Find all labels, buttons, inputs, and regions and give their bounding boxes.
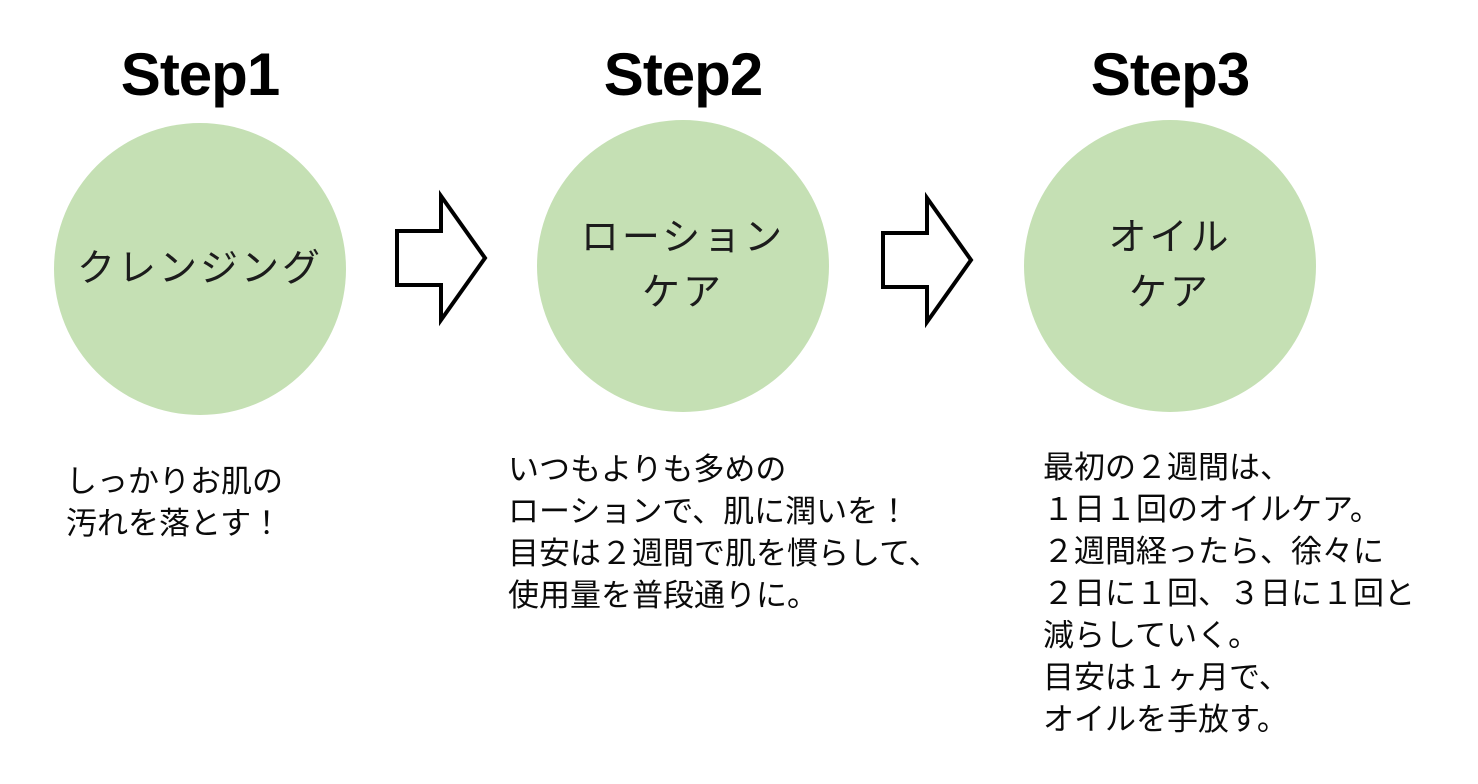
step3-description: 最初の２週間は、 １日１回のオイルケア。 ２週間経ったら、徐々に ２日に１回、３… xyxy=(1043,447,1415,741)
description-line: ローションで、肌に潤いを！ xyxy=(508,494,910,529)
step2-circle-label: ローション ケア xyxy=(581,211,785,321)
step3-circle-text-line1: オイル xyxy=(1108,217,1232,259)
step1-circle: クレンジング xyxy=(54,123,346,415)
step1-description: しっかりお肌の 汚れを落とす！ xyxy=(66,461,283,545)
step2-circle-text-line1: ローション xyxy=(580,217,786,259)
arrow-right-icon xyxy=(395,189,488,327)
arrow-right-shape xyxy=(395,189,488,327)
description-line: いつもよりも多めの xyxy=(508,452,787,487)
step1-title: Step1 xyxy=(120,41,280,108)
description-line: オイルを手放す。 xyxy=(1043,702,1288,737)
arrow-right-shape xyxy=(881,191,974,329)
step1-circle-label: クレンジング xyxy=(77,242,323,297)
description-line: 最初の２週間は、 xyxy=(1043,450,1291,485)
description-line: しっかりお肌の xyxy=(66,464,283,499)
description-line: １日１回のオイルケア。 xyxy=(1043,492,1381,527)
description-line: ２週間経ったら、徐々に xyxy=(1043,534,1384,569)
step2-circle-text-line2: ケア xyxy=(641,272,724,314)
description-line: 使用量を普段通りに。 xyxy=(508,578,818,613)
step2-description: いつもよりも多めの ローションで、肌に潤いを！ 目安は２週間で肌を慣らして、 使… xyxy=(508,449,940,617)
description-line: 目安は１ヶ月で、 xyxy=(1043,660,1290,695)
step3-circle-text-line2: ケア xyxy=(1128,272,1211,314)
description-line: 目安は２週間で肌を慣らして、 xyxy=(508,536,940,571)
description-line: ２日に１回、３日に１回と xyxy=(1043,576,1415,611)
step3-circle: オイル ケア xyxy=(1024,120,1316,412)
description-line: 汚れを落とす！ xyxy=(66,506,283,541)
description-line: 減らしていく。 xyxy=(1043,618,1260,653)
step2-title: Step2 xyxy=(603,41,763,108)
step3-circle-label: オイル ケア xyxy=(1108,211,1231,321)
step1-circle-text: クレンジング xyxy=(76,247,323,290)
step3-title: Step3 xyxy=(1090,41,1250,108)
arrow-right-icon xyxy=(881,191,974,329)
step2-circle: ローション ケア xyxy=(537,120,829,412)
